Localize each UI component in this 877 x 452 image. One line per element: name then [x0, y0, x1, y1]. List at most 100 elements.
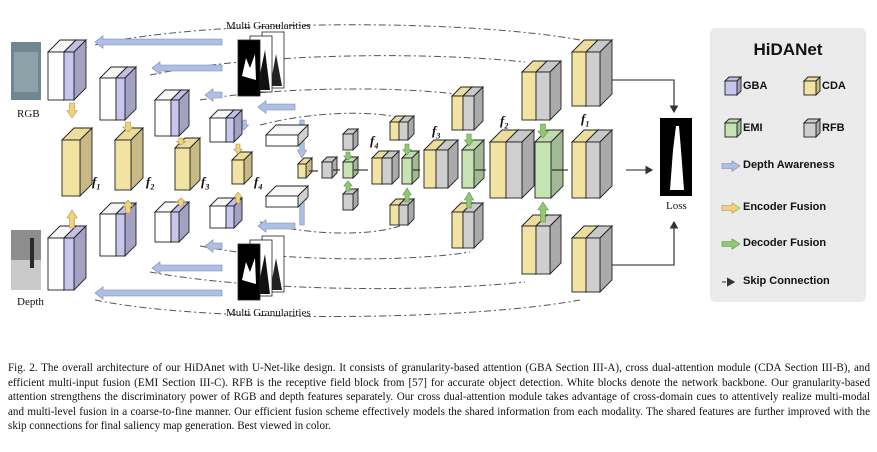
legend-swatch-rfb [802, 117, 822, 139]
dec-f4-emi [400, 149, 421, 186]
rfb-center-bottom-block-front [342, 193, 354, 211]
emi-center-block-front [342, 161, 354, 179]
cda-block-f1-side [79, 126, 93, 198]
depth-gba-block-1 [62, 224, 88, 292]
depth-aware-arrow-4 [257, 100, 296, 114]
cda-block-f5 [296, 156, 314, 180]
skip-depth-level3 [199, 245, 471, 260]
legend-label-rfb: RFB [822, 122, 845, 134]
dec-f4-top-rfb [397, 114, 416, 142]
architecture-figure: Multi Granularities Multi Granularities … [11, 20, 866, 319]
dec-fusion-arrow-f2-top [537, 123, 549, 139]
architecture-diagram [11, 24, 822, 317]
dec-f2-cda-front [489, 141, 507, 199]
cda-block-f4-front [231, 159, 245, 185]
dec-f1-bottom-cda-front [571, 237, 587, 293]
dec-f3-emi-front [461, 149, 475, 189]
dec-fusion-arrow-f3-bottom [463, 191, 475, 209]
mg-maps-bottom-layer-1-shape [242, 258, 256, 284]
dec-fusion-arrow-center-bottom [343, 180, 353, 192]
dec-f3-emi [460, 138, 486, 190]
rfb-center-bottom-block [341, 187, 360, 212]
multi-granularities-bottom-label: Multi Granularities [226, 307, 311, 319]
cda-block-f3 [173, 136, 202, 192]
dec-f4-cda-front [371, 157, 383, 185]
legend-arrow-encoder-fusion [721, 202, 741, 214]
dec-f1-mid-cda-front [571, 141, 587, 199]
dec-f3-bottom-rfb-front [462, 211, 475, 249]
dec-f3-top-rfb-front [462, 95, 475, 131]
loss-arrow-top [635, 79, 679, 114]
depth-gba-block-1-front [63, 237, 75, 291]
cda-block-f2 [113, 126, 145, 192]
dec-f2-bottom-rfb [534, 213, 563, 276]
rfb-center-top-block-front [342, 133, 354, 151]
rgb-gba-block-1 [62, 38, 88, 102]
dec-f4-rfb-front [381, 157, 393, 185]
dec-f1-bottom-rfb-side [599, 224, 613, 294]
depth-backbone-block-5-front [265, 195, 299, 208]
dec-f2-bottom-rfb-side [549, 213, 562, 276]
dec-fusion-arrow-f4-bottom [402, 187, 412, 203]
f3-encoder-label: f3 [201, 174, 210, 192]
rgb-gba-block-4-front [225, 117, 235, 143]
rgb-backbone-block-1-front [47, 51, 65, 101]
rgb-backbone-block-5 [264, 123, 310, 148]
dec-f1-top-rfb-front [585, 51, 601, 107]
cda-block-f1-front [61, 139, 81, 197]
rfb-center-block-front [321, 161, 333, 179]
rgb-backbone-block-5-front [265, 134, 299, 147]
depth-aware-arrow-3 [204, 88, 223, 102]
legend-label-encoder-fusion: Encoder Fusion [743, 201, 827, 213]
legend-swatch-emi-front [724, 122, 738, 138]
depth-label: Depth [17, 296, 44, 308]
saliency-map-object [670, 126, 684, 190]
rgb-gba-block-4 [224, 108, 244, 144]
cda-block-f4 [230, 150, 254, 186]
rgb-label: RGB [17, 108, 40, 120]
depth-backbone-block-4-front [209, 205, 227, 229]
dec-f4-top-rfb-front [398, 121, 409, 141]
enc-fusion-arrow-rgb-3 [175, 137, 187, 146]
emi-center-block [341, 155, 360, 180]
depth-backbone-block-5 [264, 184, 310, 209]
enc-fusion-arrow-depth-3 [175, 197, 187, 207]
dec-f3-cda-front [423, 149, 437, 189]
skip-depth-level2 [149, 271, 526, 290]
dec-f2-rfb-side [521, 128, 535, 200]
f3-decoder-label: f3 [432, 123, 441, 141]
enc-fusion-arrow-rgb-4 [233, 143, 243, 155]
depth-aware-arrow-7 [204, 239, 223, 253]
legend-arrow-depth-awareness [721, 160, 741, 172]
enc-fusion-arrow-rgb-2 [122, 121, 135, 133]
enc-fusion-arrow-depth-2 [122, 199, 134, 214]
rgb-gba-block-3 [169, 88, 191, 138]
dec-f2-top-rfb-side [549, 59, 562, 122]
dec-fusion-arrow-center-top [343, 151, 353, 161]
dec-f3-bottom-rfb [461, 201, 485, 250]
skip-rgb-level4 [259, 112, 401, 126]
depth-aware-arrow-5 [94, 286, 223, 300]
legend-label-skip-connection: Skip Connection [743, 275, 830, 287]
skip-depth-level1 [94, 299, 581, 317]
rgb-backbone-block-3-front [154, 99, 172, 137]
legend-title: HiDANet [753, 40, 823, 59]
rgb-input-detail [14, 52, 38, 92]
dec-fusion-arrow-f4-top [402, 143, 412, 156]
legend-swatch-cda-front [803, 80, 817, 96]
dec-f2-emi [533, 128, 565, 200]
cda-block-f5-front [297, 163, 307, 179]
rgb-gba-block-1-front [63, 51, 75, 101]
legend-swatch-cda [802, 75, 822, 97]
dec-fusion-arrow-f3-top [463, 133, 475, 147]
dec-f2-top-rfb-front [535, 71, 551, 121]
rgb-gba-block-3-front [170, 99, 180, 137]
depth-aware-arrow-8 [257, 219, 296, 233]
dec-f3-rfb [434, 138, 460, 190]
enc-fusion-arrow-rgb-1 [66, 102, 78, 119]
dec-f1-top-rfb-side [599, 38, 613, 108]
rgb-backbone-block-4-front [209, 117, 227, 143]
dec-f2-emi-side [550, 128, 564, 200]
legend-swatch-gba [723, 75, 743, 97]
dec-f3-rfb-front [435, 149, 449, 189]
